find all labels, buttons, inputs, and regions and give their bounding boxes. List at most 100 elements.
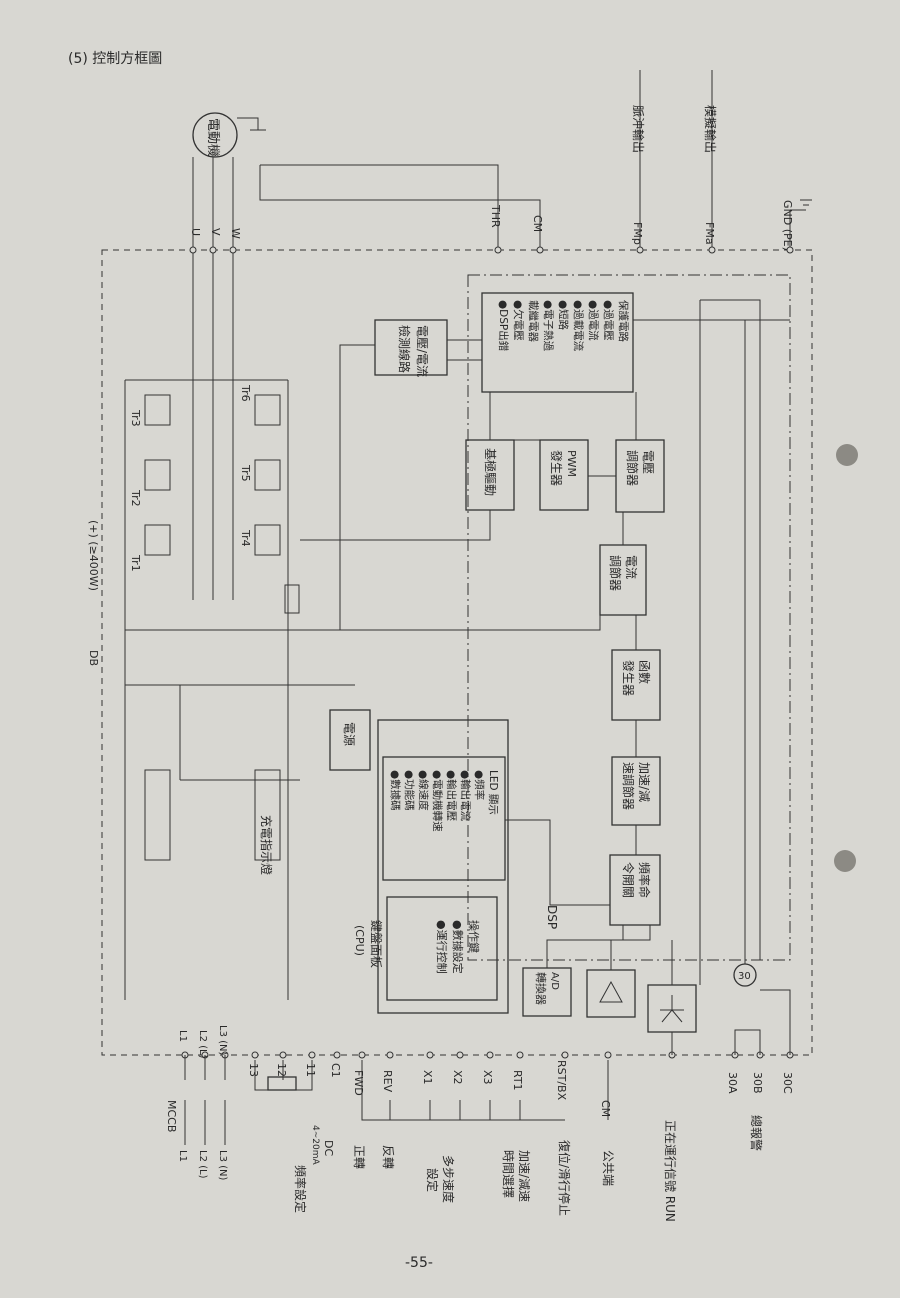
svg-text:30C: 30C <box>781 1072 794 1094</box>
svg-text:L2 (L): L2 (L) <box>197 1030 208 1059</box>
svg-text:多步速度: 多步速度 <box>441 1155 456 1203</box>
current-regulator-block <box>599 544 647 616</box>
ad-label: 轉換器 <box>534 972 547 1005</box>
function-generator-label: 發生器 <box>621 660 636 696</box>
svg-text:操作鍵: 操作鍵 <box>467 920 481 953</box>
svg-text:11: 11 <box>304 1063 317 1077</box>
power-supply-label: 電源 <box>342 722 356 746</box>
svg-text:●短路: ●短路 <box>557 300 570 331</box>
ad-label: A/D <box>549 972 560 990</box>
freq-command-label: 頻率命 <box>637 862 652 898</box>
charge-lamp-label: 充電指示燈 <box>259 815 274 875</box>
tr1-label: Tr1 <box>129 554 142 572</box>
db-note: (+) (≥400W) <box>87 520 100 591</box>
svg-text:載繼電器: 載繼電器 <box>527 300 540 342</box>
keypad-cpu: (CPU) <box>353 925 366 956</box>
svg-text:X3: X3 <box>481 1070 494 1085</box>
svg-text:公共端: 公共端 <box>601 1150 615 1186</box>
svg-text:RST/BX: RST/BX <box>555 1060 568 1101</box>
svg-text:L1: L1 <box>177 1150 188 1162</box>
svg-text:●過電壓: ●過電壓 <box>602 300 614 341</box>
svg-text:●輸出電流: ●輸出電流 <box>459 770 472 822</box>
svg-text:●過電流: ●過電流 <box>587 300 600 341</box>
cm-label: CM <box>531 215 544 232</box>
line-labels: L1 L2 (L) L3 (N) L1 L2 (L) L3 (N) <box>177 1025 228 1180</box>
punch-hole <box>834 850 856 872</box>
operation-items: 操作鍵 ●數據設定 ●運行控制 <box>435 920 481 974</box>
fma-label: FMa <box>703 222 716 245</box>
accel-decel-label: 加速/減 <box>637 762 652 802</box>
svg-text:●輸出電壓: ●輸出電壓 <box>445 770 458 821</box>
svg-text:12: 12 <box>275 1063 288 1077</box>
freq-command-block <box>609 854 661 926</box>
svg-text:設定: 設定 <box>425 1168 440 1192</box>
phase-v: V <box>209 228 222 236</box>
relay-label: 30 <box>738 971 751 982</box>
svg-text:FWD: FWD <box>352 1070 365 1096</box>
motor-label: 電動機 <box>205 118 220 157</box>
svg-text:●運行控制: ●運行控制 <box>435 920 449 974</box>
operation-keys-box <box>386 896 498 1001</box>
svg-text:●過載電流: ●過載電流 <box>572 300 585 352</box>
protection-block <box>481 292 634 393</box>
motor-symbol <box>192 112 238 158</box>
svg-text:30A: 30A <box>726 1072 739 1094</box>
svg-text:DC: DC <box>322 1140 335 1156</box>
svg-text:L3 (N): L3 (N) <box>217 1025 228 1055</box>
keypad-panel <box>377 719 509 1014</box>
dsp-label: DSP <box>545 905 559 929</box>
svg-text:反轉: 反轉 <box>381 1145 395 1169</box>
freq-terminal-labels: 13 12 11 C1 DC 4~20mA <box>247 1063 342 1165</box>
phase-w: W <box>229 228 242 239</box>
db-label: DB <box>87 650 100 666</box>
punch-hole <box>836 444 858 466</box>
keypad-title: 鍵盤面板 <box>369 920 384 968</box>
svg-text:X2: X2 <box>451 1070 464 1085</box>
gnd-label: GND (PE) <box>781 200 794 251</box>
power-supply-block <box>329 709 371 771</box>
svg-text:4~20mA: 4~20mA <box>310 1125 320 1165</box>
pwm-block <box>539 439 589 511</box>
voltage-regulator-label: 調節器 <box>625 450 640 486</box>
svg-text:復位/滑行停止: 復位/滑行停止 <box>557 1140 572 1216</box>
pulse-output-label: 脈沖輸出 <box>631 105 646 153</box>
svg-text:L3 (N): L3 (N) <box>217 1150 228 1180</box>
detect-label: 電壓/電流 <box>415 325 429 377</box>
svg-text:●數據設定: ●數據設定 <box>451 920 465 974</box>
svg-text:●功能碼: ●功能碼 <box>403 770 416 811</box>
fmp-label: FMp <box>631 222 644 245</box>
thr-label: THR <box>489 204 502 228</box>
svg-text:13: 13 <box>247 1063 260 1077</box>
function-generator-block <box>611 649 661 721</box>
tr6-label: Tr6 <box>239 384 252 402</box>
tr2-label: Tr2 <box>129 489 142 507</box>
run-signal-label: 正在運行信號 RUN <box>663 1120 677 1222</box>
control-terminal-labels: FWD REV X1 X2 X3 RT1 RST/BX CM <box>352 1060 612 1117</box>
function-generator-label: 函數 <box>637 660 651 684</box>
svg-text:C1: C1 <box>329 1063 342 1078</box>
svg-text:LED 顯示: LED 顯示 <box>487 770 499 815</box>
control-function-labels: 正轉 反轉 多步速度 設定 加速/減速 時間選擇 復位/滑行停止 公共端 <box>352 1140 615 1216</box>
svg-text:時間選擇: 時間選擇 <box>501 1150 516 1198</box>
amplifier-icon <box>599 980 623 1003</box>
svg-text:X1: X1 <box>421 1070 434 1085</box>
svg-text:REV: REV <box>381 1070 394 1093</box>
pwm-label: 發生器 <box>549 450 564 486</box>
protection-items: 保護電路 ●過電壓 ●過電流 ●過載電流 ●短路 ●電子熱過 載繼電器 ●欠電壓… <box>497 300 630 352</box>
detect-label: 檢測線路 <box>397 325 412 373</box>
svg-text:●電子熱過: ●電子熱過 <box>542 300 555 352</box>
freq-setting-label: 頻率設定 <box>293 1165 308 1213</box>
led-display-box <box>382 756 506 881</box>
svg-text:●數據碼: ●數據碼 <box>389 770 402 811</box>
detect-block <box>374 319 448 376</box>
page-number: -55- <box>405 1255 433 1271</box>
mccb-label: MCCB <box>165 1100 178 1132</box>
accel-decel-block <box>611 756 661 826</box>
svg-text:正轉: 正轉 <box>352 1145 366 1169</box>
alarm-terminal-labels: 30A 30B 30C <box>726 1072 794 1094</box>
svg-text:加速/減速: 加速/減速 <box>517 1150 532 1202</box>
svg-text:CM: CM <box>599 1100 612 1117</box>
tr5-label: Tr5 <box>239 464 252 482</box>
svg-text:RT1: RT1 <box>511 1070 524 1091</box>
